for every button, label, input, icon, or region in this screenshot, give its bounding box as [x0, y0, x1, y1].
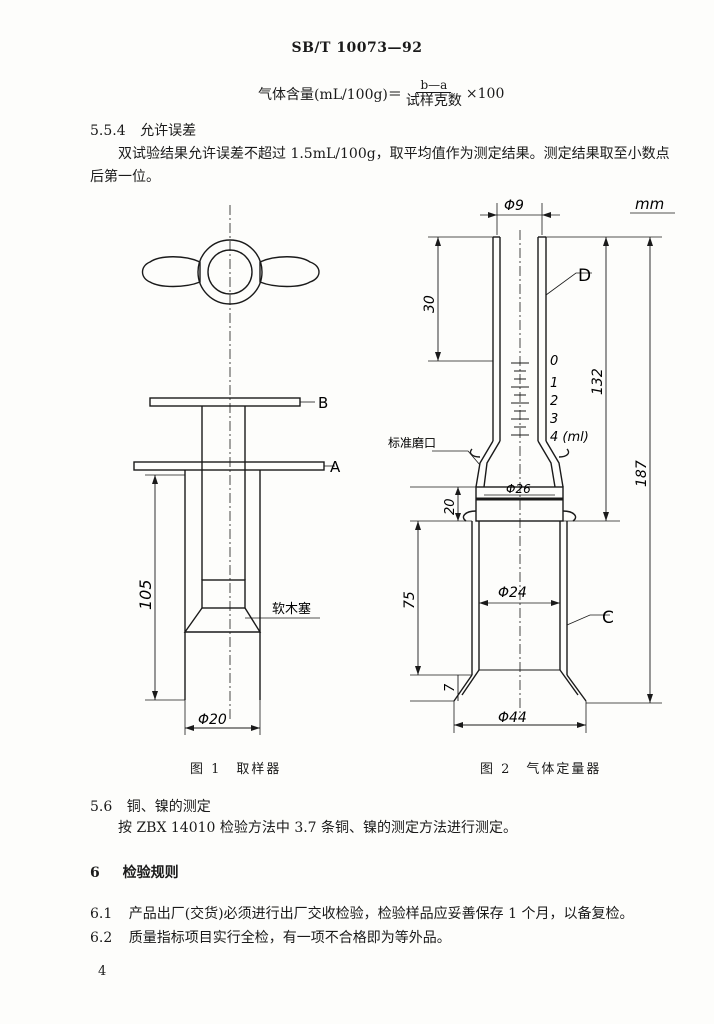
- dim-105-label: 105: [136, 579, 155, 610]
- arrow-phi24-left: [479, 600, 488, 606]
- arrow-30-bottom: [435, 352, 441, 361]
- dim-132-label: 132: [590, 368, 606, 395]
- formula-denominator: 试样克数: [405, 93, 462, 109]
- arrow-75-top: [415, 521, 421, 530]
- section-number: 6.2: [90, 930, 113, 946]
- hook-upper-right: [558, 448, 570, 458]
- scale-label-2: 2: [550, 394, 558, 409]
- section-5-5-4-heading: 5.5.4 允许误差: [90, 120, 196, 140]
- arrow-phi24-right: [551, 600, 560, 606]
- ground-joint-band: [475, 486, 564, 522]
- leader-d: [545, 272, 592, 296]
- label-a: A: [330, 458, 341, 476]
- scale-label-4: 4 (ml): [550, 430, 589, 445]
- arrow-30-top: [435, 237, 441, 246]
- section-5-6-heading: 5.6 铜、镍的测定: [90, 796, 211, 816]
- arrow-132-top: [603, 237, 609, 246]
- handle-left-lobe: [141, 256, 201, 288]
- scale-label-1: 1: [550, 376, 558, 391]
- arrow-phi20-left: [185, 725, 194, 731]
- leader-c: [566, 614, 610, 626]
- formula-rhs: ×100: [465, 86, 505, 102]
- formula-lhs: 气体含量(mL/100g)＝: [258, 87, 402, 103]
- page-number: 4: [98, 964, 107, 979]
- section-title: 允许误差: [140, 123, 197, 139]
- section-5-6-body: 按 ZBX 14010 检验方法中 3.7 条铜、镍的测定方法进行测定。: [118, 820, 518, 836]
- dim-187-label: 187: [634, 460, 650, 487]
- arrow-75-bottom: [415, 666, 421, 675]
- hook-lower-right: [562, 510, 577, 522]
- section-6-2: 6.2 质量指标项目实行全检，有一项不合格即为等外品。: [90, 927, 451, 949]
- dim-30-label: 30: [422, 295, 438, 313]
- base-flare-left: [453, 674, 473, 702]
- arrow-phi9-left: [488, 212, 497, 218]
- dim-phi24-label: Φ24: [498, 585, 527, 601]
- arrow-187-bottom: [647, 694, 653, 703]
- arrow-132-bottom: [603, 512, 609, 521]
- section-5-5-4-body-line-2: 后第一位。: [90, 169, 160, 185]
- dim-phi44-label: Φ44: [498, 710, 527, 726]
- dim-phi20-label: Φ20: [198, 712, 227, 728]
- label-b: B: [318, 394, 328, 412]
- base-flare-right: [566, 674, 587, 702]
- dim-7-label: 7: [443, 683, 458, 692]
- figure-1-sampler-drawing: B A 105 软木塞 Φ20: [133, 205, 341, 735]
- dim-phi26-label: Φ26: [506, 482, 531, 496]
- formula-numerator: b—a: [416, 78, 452, 93]
- section-body: 产品出厂(交货)必须进行出厂交收检验，检验样品应妥善保存 1 个月，以备复检。: [128, 906, 634, 922]
- arrow-105-bottom: [152, 691, 158, 700]
- dim-phi9-label: Φ9: [504, 198, 524, 214]
- section-5-5-4-body-line-1: 双试验结果允许误差不超过 1.5mL/100g，取平均值作为测定结果。测定结果取…: [118, 146, 670, 162]
- figure-2-caption: 图 2 气体定量器: [480, 762, 602, 777]
- scale-label-3: 3: [550, 412, 558, 427]
- base-flare-inner-right: [559, 669, 579, 696]
- label-c: C: [602, 608, 614, 628]
- arrow-phi44-left: [454, 722, 463, 728]
- flare-inner-left: [483, 440, 501, 488]
- section-number: 6.1: [90, 906, 113, 922]
- dim-75-label: 75: [402, 591, 418, 609]
- page-header: SB/T 10073—92: [291, 40, 423, 56]
- section-number: 6: [90, 865, 100, 881]
- flare-outer-left: [475, 440, 494, 488]
- figure-1-caption: 图 1 取样器: [190, 762, 282, 777]
- flare-outer-right: [545, 440, 564, 488]
- gas-content-formula: 气体含量(mL/100g)＝ b—a 试样克数 ×100: [258, 78, 504, 110]
- scale-label-0: 0: [550, 354, 558, 369]
- scale-ticks: [511, 362, 529, 436]
- arrow-187-top: [647, 237, 653, 246]
- arrow-phi9-right: [542, 212, 551, 218]
- cork-taper: [183, 607, 262, 633]
- leader-ground-joint: [432, 450, 481, 466]
- section-title: 铜、镍的测定: [126, 799, 211, 815]
- formula-fraction: b—a 试样克数: [406, 78, 462, 110]
- section-number: 5.6: [90, 799, 113, 815]
- arrow-phi44-right: [577, 722, 586, 728]
- cork-top: [201, 579, 246, 609]
- cork-label: 软木塞: [272, 601, 311, 617]
- section-number: 5.5.4: [90, 123, 126, 139]
- arrow-20-bottom: [455, 513, 461, 521]
- label-d: D: [578, 266, 591, 286]
- flare-inner-right: [537, 440, 556, 488]
- handle-right-lobe: [259, 256, 320, 288]
- plate-a: [133, 461, 325, 471]
- plate-b: [149, 397, 301, 407]
- base-flare-inner-left: [461, 669, 480, 696]
- dim-20-label: 20: [443, 498, 458, 515]
- section-6-1: 6.1 产品出厂(交货)必须进行出厂交收检验，检验样品应妥善保存 1 个月，以备…: [90, 903, 633, 925]
- hook-lower-left: [462, 510, 477, 522]
- arrow-20-top: [455, 487, 461, 495]
- unit-label: mm: [635, 195, 664, 213]
- arrow-phi20-right: [251, 725, 260, 731]
- section-body: 质量指标项目实行全检，有一项不合格即为等外品。: [128, 930, 451, 946]
- section-6-heading: 6 检验规则: [90, 862, 179, 882]
- section-title: 检验规则: [122, 865, 179, 881]
- figure-2-gas-quantifier-drawing: Φ9 mm D C 30 132 187 0 1 2 3 4 (ml) 标准磨口…: [388, 195, 675, 733]
- ground-joint-label: 标准磨口: [388, 436, 436, 450]
- arrow-105-top: [152, 475, 158, 484]
